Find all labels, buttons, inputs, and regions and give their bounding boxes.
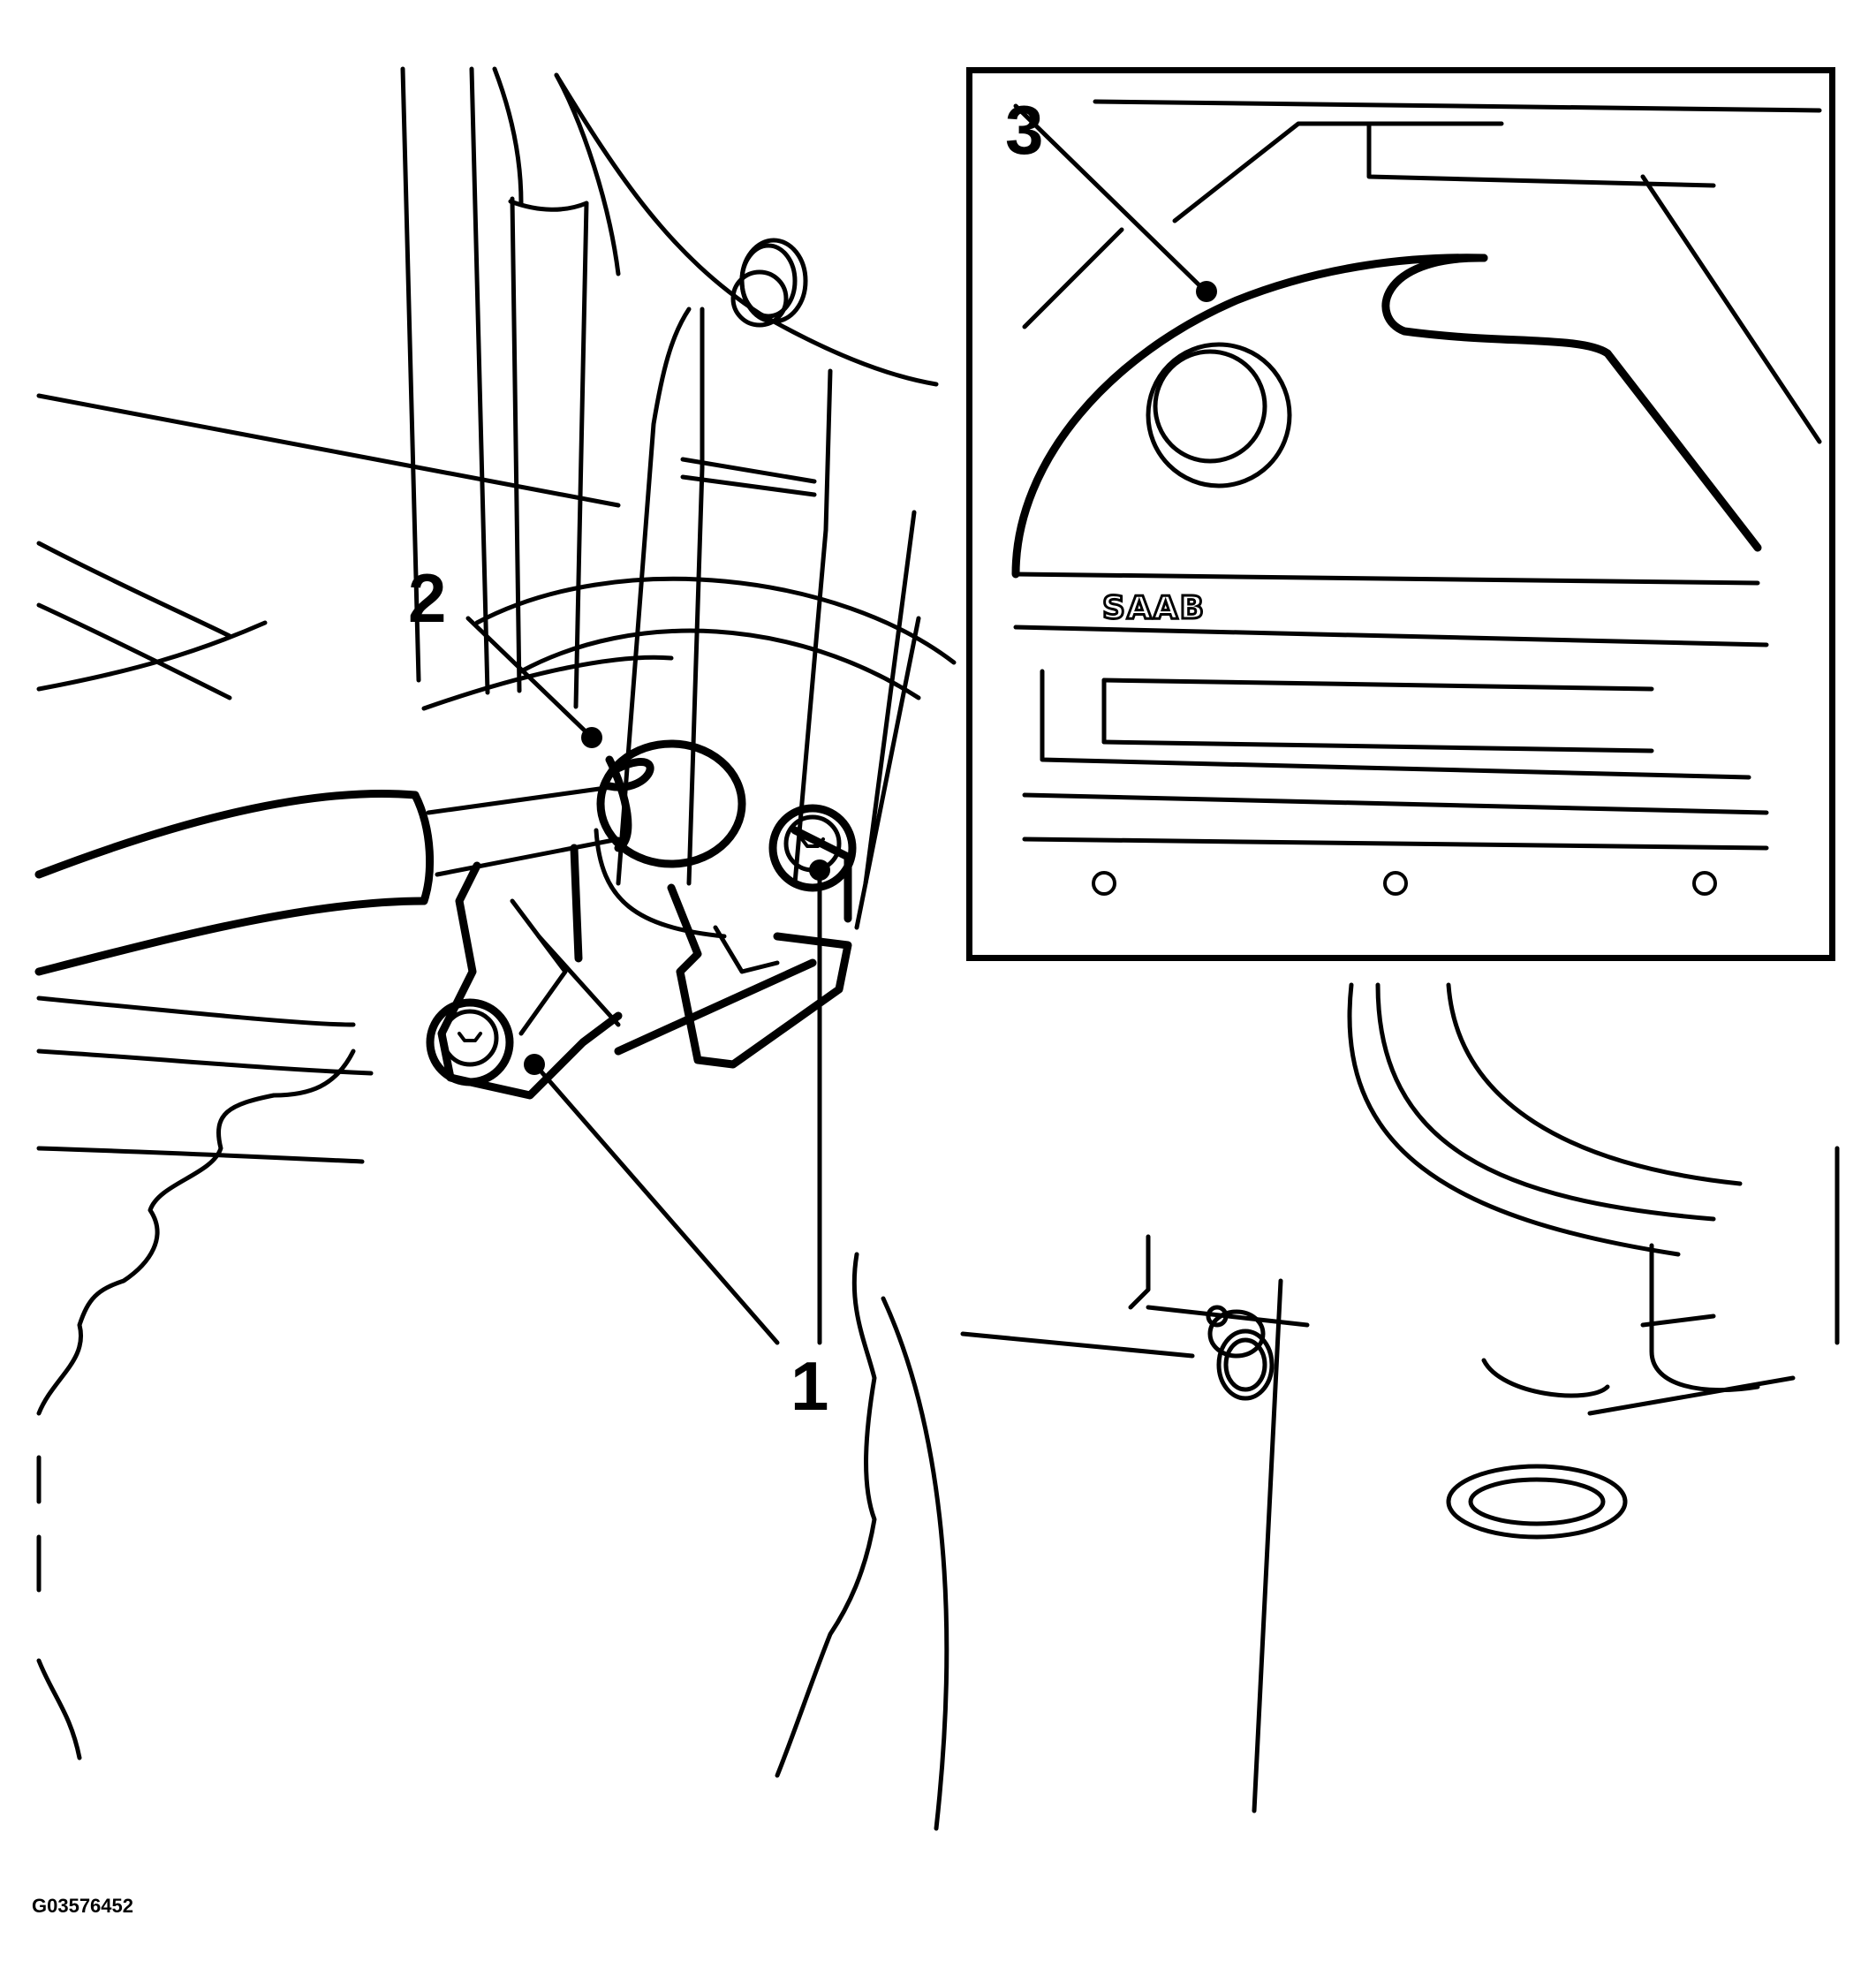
inset-engine-cover [1011,99,1822,896]
upper-structure [36,66,939,930]
figure-id: G03576452 [32,1895,133,1917]
callout-3-label: 3 [1005,91,1044,169]
lower-right-parts [960,982,1840,1813]
cutaway-edge [36,1049,949,1831]
top-bolt [680,238,817,497]
sensor-bolt-left [426,998,514,1086]
callout-1-label: 1 [790,1347,829,1425]
callout-2-label: 2 [408,559,447,637]
saab-logo: SAAB [1101,589,1207,628]
sensor-bolt-right [768,804,857,892]
inset-frame [966,67,1835,961]
connector-cable [34,755,654,976]
hoses [36,576,957,1164]
sensor-body [437,739,852,1100]
callout-leaders [465,103,1217,1345]
